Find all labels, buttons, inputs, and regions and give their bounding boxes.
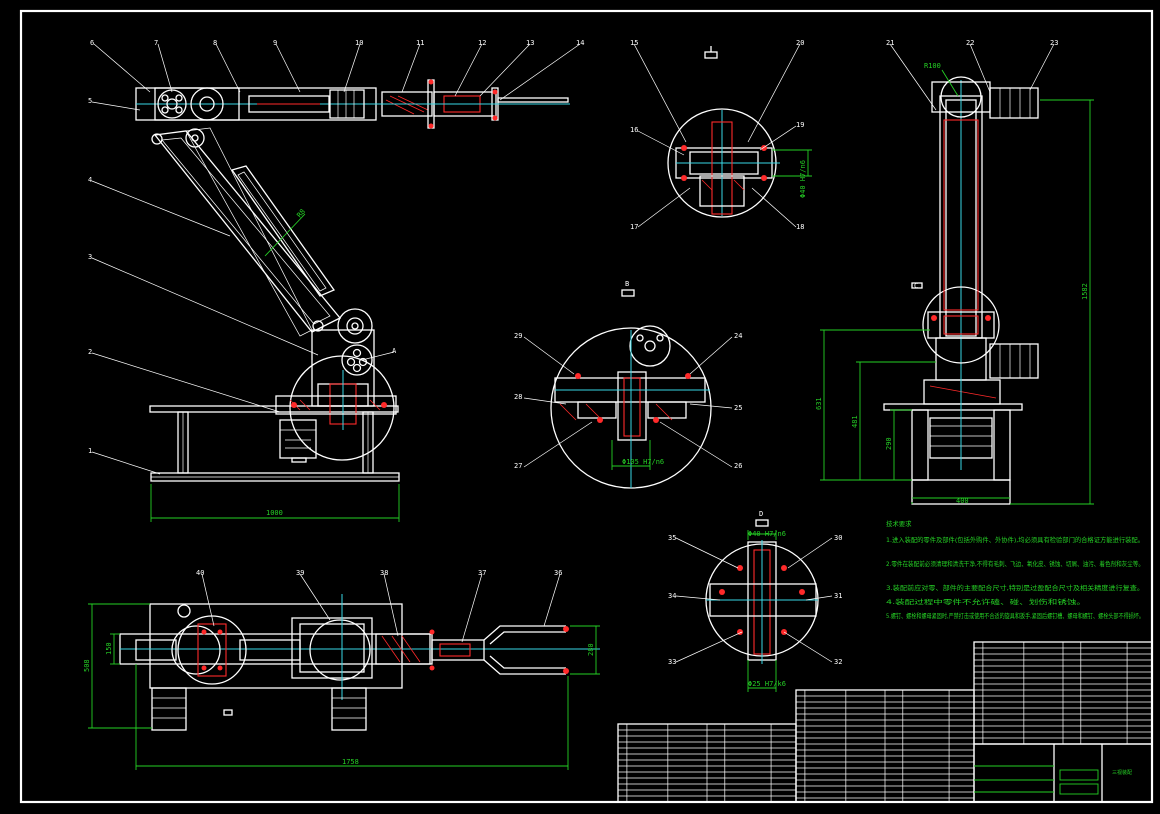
lower-arm: [153, 130, 342, 333]
tech-heading: 技术要求: [886, 519, 912, 528]
label-9: 9: [273, 39, 277, 47]
label-3: 3: [88, 253, 92, 261]
label-26: 26: [734, 462, 742, 470]
label-30: 30: [834, 534, 842, 542]
label-34: 34: [668, 592, 676, 600]
label-17: 17: [630, 223, 638, 231]
section-marker-c: C: [914, 282, 918, 290]
label-1: 1: [88, 447, 92, 455]
label-13: 13: [526, 39, 534, 47]
label-28: 28: [514, 393, 522, 401]
label-38: 38: [380, 569, 388, 577]
section-marker-a: A: [392, 347, 397, 355]
label-33: 33: [668, 658, 676, 666]
dim-side-h3: 290: [885, 437, 893, 450]
label-4: 4: [88, 176, 92, 184]
dim-side-total: 1582: [1081, 283, 1089, 300]
tech-line-2: 2.零件在装配前必须清理和清洗干净,不得有毛刺、飞边、氧化皮、锈蚀、切屑、油污、…: [886, 559, 1144, 568]
dim-plan-length: 1758: [342, 758, 359, 766]
detail-circle-front: [289, 355, 395, 461]
label-27: 27: [514, 462, 522, 470]
label-32: 32: [834, 658, 842, 666]
dim-plan-grip: 280: [587, 643, 595, 656]
dim-fit-top: Φ40 H7/n6: [799, 160, 807, 198]
label-35: 35: [668, 534, 676, 542]
label-39: 39: [296, 569, 304, 577]
label-2: 2: [88, 348, 92, 356]
parts-list: 三视装配: [617, 641, 1153, 803]
side-view: C 1582 631 481 290 400 R100 21 22 23: [815, 39, 1094, 505]
section-marker-d: D: [759, 510, 763, 518]
tech-line-4: 4.装配过程中零件不允许磕、碰、划伤和锈蚀。: [886, 597, 1086, 606]
label-29: 29: [514, 332, 522, 340]
label-24: 24: [734, 332, 742, 340]
dim-side-h2: 481: [851, 415, 859, 428]
label-14: 14: [576, 39, 584, 47]
section-marker-b: B: [625, 280, 629, 288]
label-16: 16: [630, 126, 638, 134]
title-block-name: 三视装配: [1112, 769, 1132, 776]
detail-low: D Φ40 H7/n6 Φ25 H7/k6 35 30 34 31: [668, 510, 842, 692]
dim-fit-mid: Φ105 H7/n6: [622, 458, 664, 466]
dim-side-h1: 631: [815, 397, 823, 410]
tech-requirements: 技术要求 1.进入装配的零件及部件(包括外购件、外协件),均必须具有检验部门的合…: [886, 519, 1144, 620]
label-5: 5: [88, 97, 92, 105]
label-31: 31: [834, 592, 842, 600]
label-12: 12: [478, 39, 486, 47]
dim-side-base: 400: [956, 497, 969, 505]
tech-line-3: 3.装配前应对零、部件的主要配合尺寸,特别是过盈配合尺寸及相关精度进行复查。: [886, 583, 1144, 592]
front-view: R8 1000 6 7 8 9 10 11 12: [88, 39, 584, 522]
detail-mid: B Φ105 H7/n6 29 24 28: [514, 280, 742, 489]
label-15: 15: [630, 39, 638, 47]
label-11: 11: [416, 39, 424, 47]
tech-line-5: 5.螺钉、螺栓和螺母紧固时,严禁打击或使用不合适的旋具和扳手,紧固后螺钉槽、螺母…: [886, 611, 1144, 620]
dim-plan-width: 508: [83, 659, 91, 672]
label-23: 23: [1050, 39, 1058, 47]
label-40: 40: [196, 569, 204, 577]
detail-top: Φ40 H7/n6 15 20 16 19 17 18: [630, 39, 812, 231]
label-21: 21: [886, 39, 894, 47]
tech-line-1: 1.进入装配的零件及部件(包括外购件、外协件),均必须具有检验部门的合格证方能进…: [886, 535, 1144, 544]
label-8: 8: [213, 39, 217, 47]
label-7: 7: [154, 39, 158, 47]
table-top: [149, 405, 399, 413]
label-6: 6: [90, 39, 94, 47]
label-10: 10: [355, 39, 363, 47]
sheet-border: [19, 9, 1154, 804]
label-19: 19: [796, 121, 804, 129]
label-18: 18: [796, 223, 804, 231]
dim-fit-low-top: Φ40 H7/n6: [748, 530, 786, 538]
front-leaders: [91, 43, 581, 475]
label-37: 37: [478, 569, 486, 577]
title-block: [973, 743, 1153, 803]
dim-plan-inner: 150: [105, 642, 113, 655]
label-25: 25: [734, 404, 742, 412]
dim-arm-radius: R8: [295, 208, 307, 220]
label-20: 20: [796, 39, 804, 47]
plan-view: 508 150 280 1758 40 39 38 37 36: [83, 569, 600, 770]
dim-side-arc: R100: [924, 62, 941, 70]
label-22: 22: [966, 39, 974, 47]
label-36: 36: [554, 569, 562, 577]
dim-fit-low-bottom: Φ25 H7/k6: [748, 680, 786, 688]
dim-front-width: 1000: [266, 509, 283, 517]
